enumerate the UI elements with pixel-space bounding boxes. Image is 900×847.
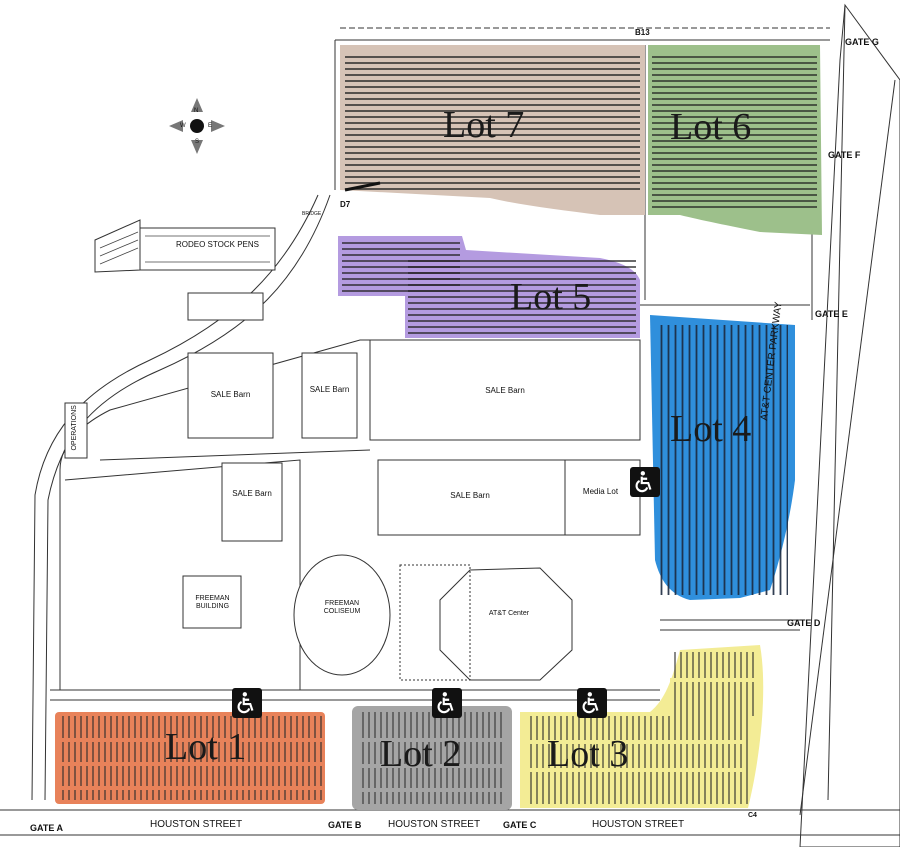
- lot-4-area[interactable]: [650, 315, 795, 600]
- houston-street-label-3: HOUSTON STREET: [592, 819, 685, 830]
- compass-w: W: [180, 123, 186, 129]
- sale-barn-4-label: SALE Barn: [232, 489, 272, 498]
- compass-s: S: [195, 139, 200, 145]
- accessible-parking-icon[interactable]: [432, 688, 462, 718]
- lot-5-label: Lot 5: [510, 276, 592, 318]
- lot-4-label: Lot 4: [670, 408, 752, 450]
- gate-a-label: GATE A: [30, 823, 63, 833]
- gate-e-label: GATE E: [815, 309, 848, 319]
- sale-barn-3-label: SALE Barn: [485, 386, 525, 395]
- rodeo-stock-pens-label: RODEO STOCK PENS: [176, 240, 259, 249]
- lot-7-area[interactable]: [340, 45, 645, 215]
- accessible-parking-icon[interactable]: [577, 688, 607, 718]
- lot-1-label: Lot 1: [165, 726, 247, 768]
- att-center-label: AT&T Center: [488, 610, 530, 617]
- gate-f-label: GATE F: [828, 150, 861, 160]
- houston-street-label-2: HOUSTON STREET: [388, 819, 481, 830]
- operations-label: OPERATIONS: [71, 405, 79, 451]
- marker-c4: C4: [748, 812, 757, 819]
- gate-c-label: GATE C: [503, 820, 537, 830]
- lot-6-area[interactable]: [648, 45, 822, 235]
- buildings: [64, 219, 573, 681]
- sale-barn-2-label: SALE Barn: [309, 385, 350, 394]
- gate-g-label: GATE G: [845, 37, 879, 47]
- lot-1-area[interactable]: [55, 712, 325, 804]
- marker-b13: B13: [635, 28, 650, 37]
- freeman-coliseum-label: FREEMAN COLISEUM: [323, 600, 361, 615]
- compass-n: N: [194, 108, 199, 114]
- compass-e: E: [208, 123, 213, 129]
- gate-d-label: GATE D: [787, 618, 821, 628]
- lot-7-label: Lot 7: [443, 104, 525, 146]
- gate-b-label: GATE B: [328, 820, 362, 830]
- sale-barn-1-label: SALE Barn: [210, 390, 251, 399]
- media-lot-label: Media Lot: [582, 487, 619, 496]
- accessible-parking-icon[interactable]: [630, 467, 660, 497]
- houston-street-label-1: HOUSTON STREET: [150, 819, 243, 830]
- bridge-label: BRIDGE: [302, 211, 322, 217]
- lot-5-area[interactable]: [338, 236, 640, 338]
- road-network: [0, 3, 900, 847]
- accessible-parking-icon[interactable]: [232, 688, 262, 718]
- lot-3-label: Lot 3: [547, 733, 629, 775]
- marker-d7: D7: [340, 200, 351, 209]
- compass-rose-icon: [169, 98, 225, 154]
- lot-3-area[interactable]: [520, 645, 764, 808]
- lot-6-label: Lot 6: [670, 106, 752, 148]
- lot-2-label: Lot 2: [380, 733, 462, 775]
- lot-2-area[interactable]: [352, 706, 512, 810]
- sale-barn-5-label: SALE Barn: [450, 491, 490, 500]
- freeman-building-label: FREEMAN BUILDING: [195, 595, 230, 610]
